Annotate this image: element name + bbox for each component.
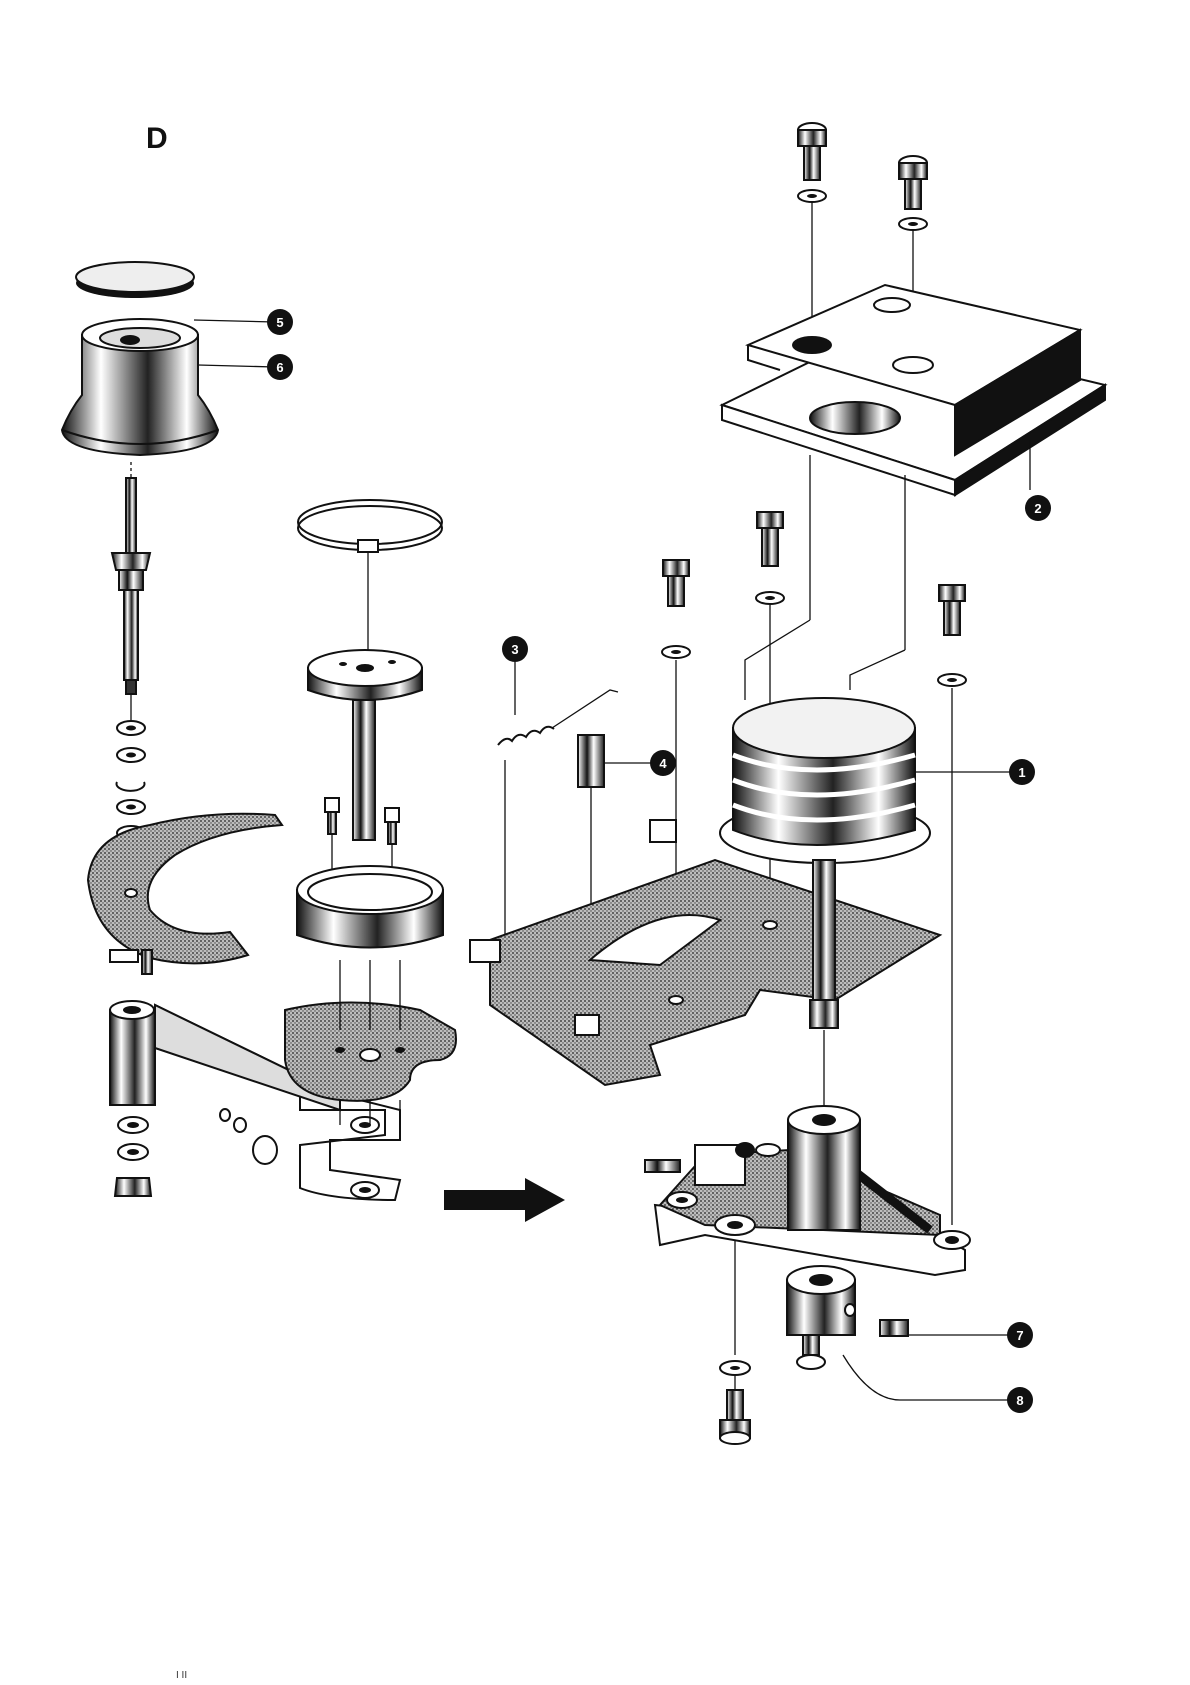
callout-label-6: 6 (276, 360, 283, 375)
knob-housing (62, 319, 218, 455)
footer-mark: I II (176, 1670, 187, 1681)
left-assembly (62, 262, 456, 1200)
bottom-washers-nut (115, 1117, 151, 1196)
callout-label-5: 5 (276, 315, 283, 330)
tension-spring (498, 690, 618, 935)
bottom-screw (720, 1240, 750, 1444)
set-screw (880, 1320, 908, 1336)
shaft (112, 462, 150, 694)
washer-stack (117, 694, 145, 840)
callout-label-2: 2 (1034, 501, 1041, 516)
callout-label-7: 7 (1016, 1328, 1023, 1343)
callout-label-1: 1 (1018, 765, 1025, 780)
callout-label-8: 8 (1016, 1393, 1023, 1408)
bottom-bracket (645, 1106, 970, 1275)
callout-label-3: 3 (511, 642, 518, 657)
mid-screw-3 (938, 585, 966, 1225)
right-assembly (470, 123, 1105, 1444)
callout-label-4: 4 (659, 756, 667, 771)
collar (787, 1266, 855, 1369)
retaining-ring (297, 866, 443, 948)
crescent-plate (88, 814, 282, 964)
cap-disc (76, 262, 194, 298)
arrow-right-icon (444, 1178, 565, 1222)
box-cover (722, 285, 1105, 495)
bezel-ring (298, 500, 442, 650)
